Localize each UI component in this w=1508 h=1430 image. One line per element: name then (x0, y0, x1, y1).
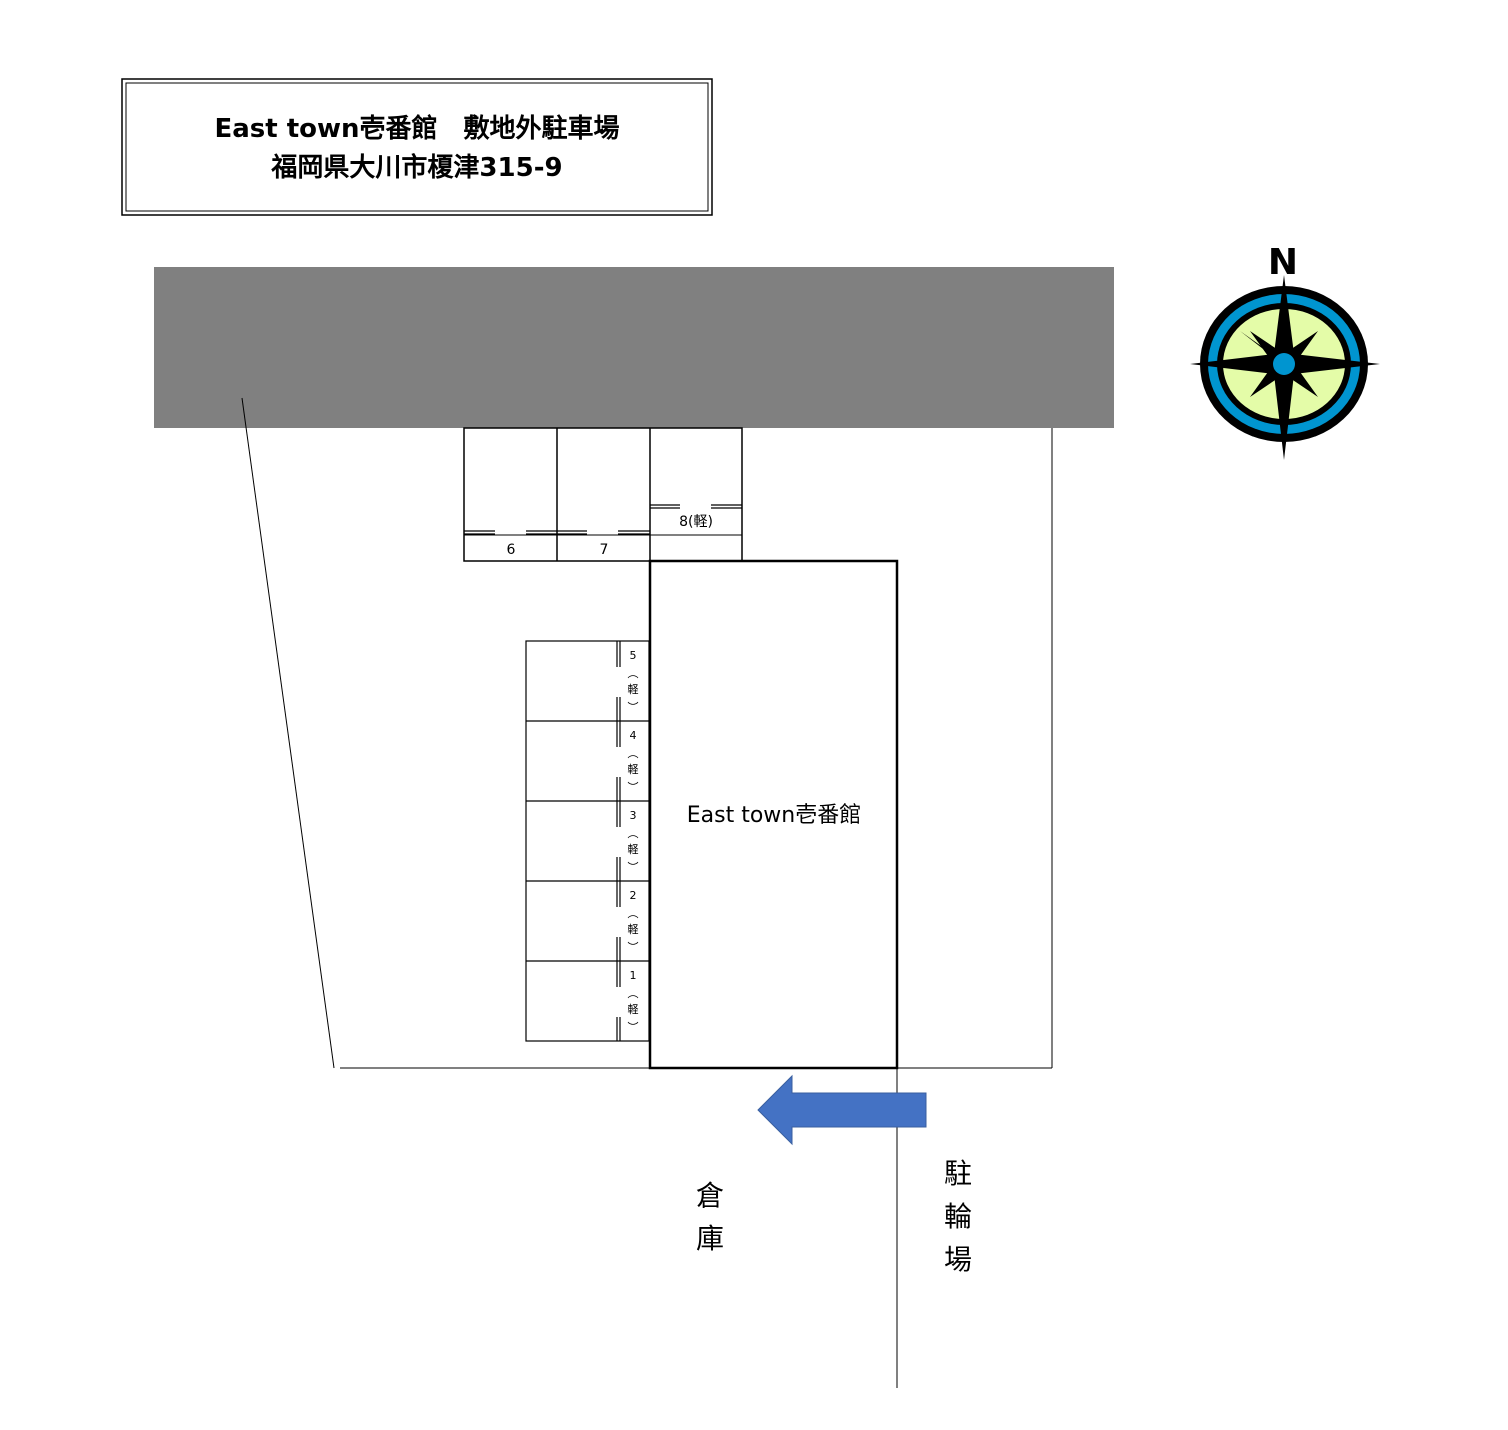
title-line2: 福岡県大川市榎津315-9 (270, 152, 562, 183)
stall-2: 2 ︵ 軽 ︶ (628, 889, 639, 954)
paren: ︵ (628, 987, 639, 1000)
entrance-arrow-icon (757, 1074, 927, 1146)
paren: ︵ (628, 667, 639, 680)
lot-boundary (241, 397, 1053, 1388)
stall-number: 5 (630, 649, 637, 662)
paren: ︶ (628, 941, 639, 954)
stall-number: 3 (630, 809, 637, 822)
paren: ︶ (628, 781, 639, 794)
compass-icon: N (1190, 242, 1380, 460)
bicycle-char3: 場 (944, 1243, 972, 1276)
bicycle-char1: 駐 (944, 1157, 972, 1190)
stall-kei: 軽 (628, 1003, 639, 1016)
stall-kei: 軽 (628, 683, 639, 696)
stall-number: 4 (630, 729, 637, 742)
paren: ︶ (628, 861, 639, 874)
road (154, 267, 1114, 428)
paren: ︶ (628, 1021, 639, 1034)
stall-kei: 軽 (628, 763, 639, 776)
stall-kei: 軽 (628, 843, 639, 856)
stall-number: 1 (630, 969, 637, 982)
stall-4: 4 ︵ 軽 ︶ (628, 729, 639, 794)
stall-6-label: 6 (507, 542, 516, 558)
side-stalls (525, 640, 650, 1042)
warehouse-char1: 倉 (696, 1179, 724, 1212)
stall-5: 5 ︵ 軽 ︶ (628, 649, 639, 714)
compass-north-label: N (1268, 242, 1298, 283)
title-line1: East town壱番館 敷地外駐車場 (214, 113, 619, 144)
paren: ︵ (628, 827, 639, 840)
top-stalls (463, 427, 743, 562)
bicycle-char2: 輪 (944, 1200, 972, 1233)
stall-8-label: 8(軽) (679, 514, 713, 530)
paren: ︶ (628, 701, 639, 714)
title-box: East town壱番館 敷地外駐車場 福岡県大川市榎津315-9 (121, 78, 713, 216)
stall-kei: 軽 (628, 923, 639, 936)
stall-7-label: 7 (600, 542, 609, 558)
paren: ︵ (628, 747, 639, 760)
stall-1: 1 ︵ 軽 ︶ (628, 969, 639, 1034)
building (648, 559, 899, 1070)
stall-3: 3 ︵ 軽 ︶ (628, 809, 639, 874)
stall-number: 2 (630, 889, 637, 902)
paren: ︵ (628, 907, 639, 920)
building-label: East town壱番館 (687, 803, 862, 828)
warehouse-char2: 庫 (696, 1222, 724, 1255)
